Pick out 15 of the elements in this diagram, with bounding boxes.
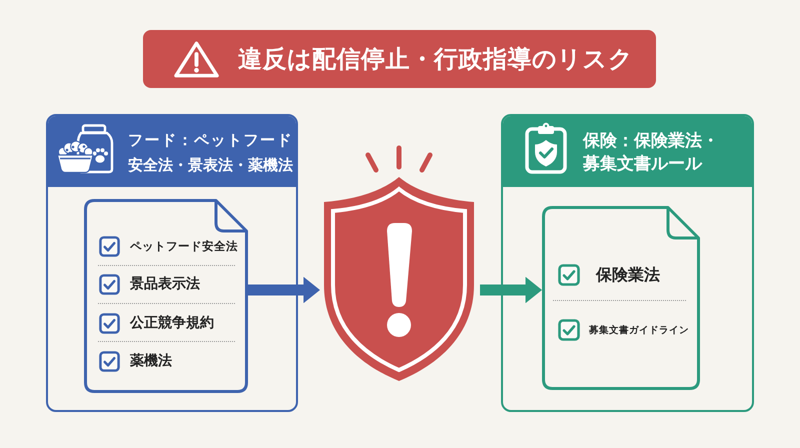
- category-panel: [46, 114, 298, 412]
- panel-title: 保険：保険業法・募集文書ルール: [583, 130, 720, 176]
- arrow: [480, 276, 542, 304]
- title-text: 違反は配信停止・行政指導のリスク: [238, 44, 634, 75]
- checklist-item: ペットフード安全法: [130, 238, 238, 254]
- checklist-document: [542, 206, 700, 390]
- checklist-item: 募集文書ガイドライン: [589, 324, 689, 336]
- arrow: [248, 276, 320, 304]
- checklist-document: [84, 199, 248, 393]
- checklist-item: 薬機法: [130, 352, 172, 371]
- category-panel: [501, 114, 754, 412]
- checklist-item: 景品表示法: [130, 275, 200, 294]
- checklist-item: 公正競争規約: [130, 314, 214, 333]
- checklist-item: 保険業法: [596, 264, 660, 286]
- panel-title: フード：ペットフード安全法・景表法・薬機法: [128, 130, 294, 176]
